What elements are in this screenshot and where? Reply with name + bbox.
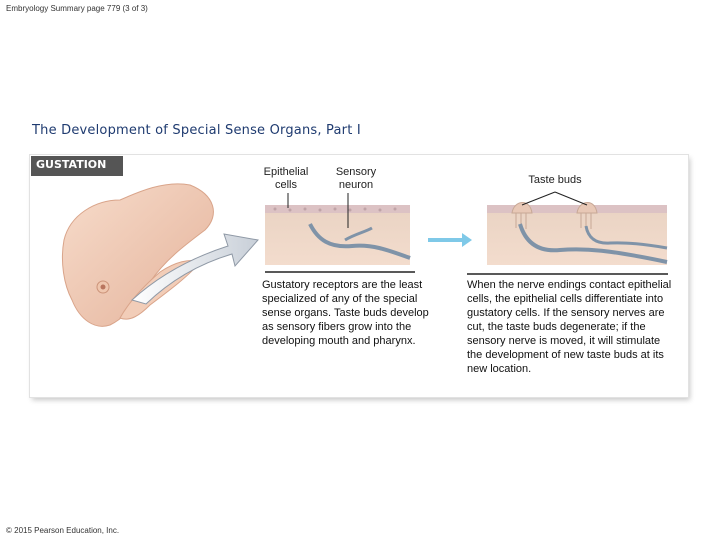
epithelial-cells-label: Epithelial cells bbox=[263, 166, 309, 191]
caption-left: Gustatory receptors are the least specia… bbox=[262, 279, 429, 347]
progression-arrow-icon bbox=[428, 233, 472, 247]
slide-header: Embryology Summary page 779 (3 of 3) bbox=[6, 4, 148, 13]
tissue-illustration-early bbox=[265, 193, 415, 273]
gustation-tag: GUSTATION bbox=[31, 156, 123, 176]
embryo-head-illustration bbox=[61, 183, 259, 327]
taste-buds-label: Taste buds bbox=[528, 174, 582, 186]
tissue-illustration-taste-buds bbox=[467, 191, 668, 275]
slide-title: The Development of Special Sense Organs,… bbox=[32, 123, 361, 138]
copyright: © 2015 Pearson Education, Inc. bbox=[6, 526, 120, 535]
caption-right: When the nerve endings contact epithelia… bbox=[467, 279, 672, 375]
sensory-neuron-label: Sensory neuron bbox=[335, 166, 377, 191]
